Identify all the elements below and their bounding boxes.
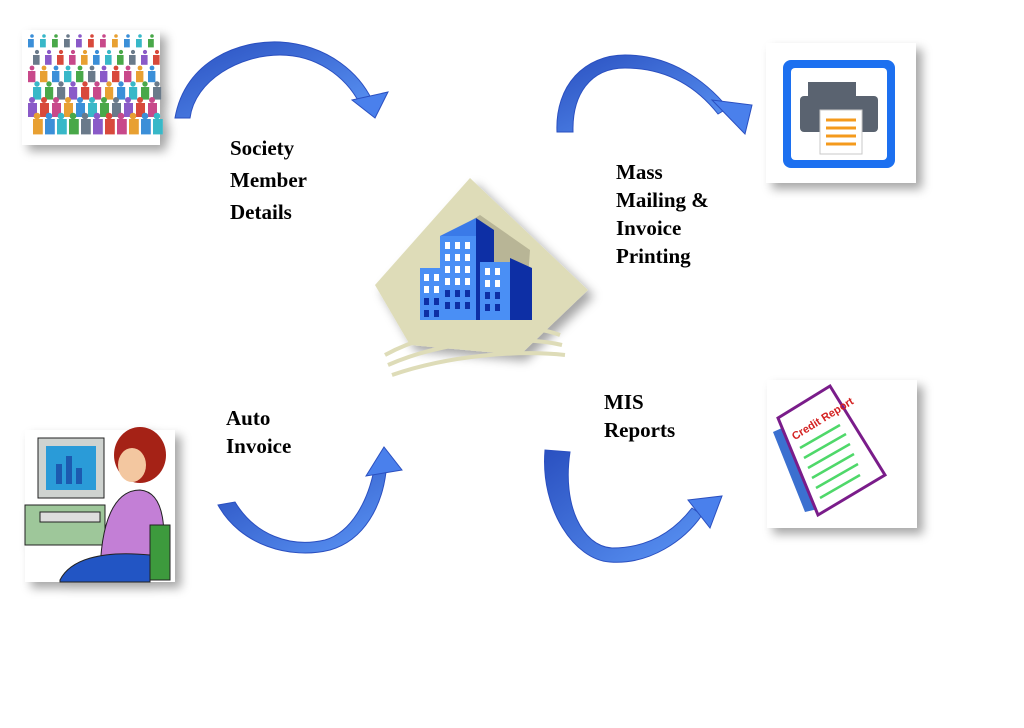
people-crowd-icon xyxy=(22,30,163,145)
arrow-center-to-printer xyxy=(556,54,753,135)
arrow-center-to-report xyxy=(544,449,723,563)
woman-at-computer-icon xyxy=(24,427,175,583)
label-auto-invoice: Auto Invoice xyxy=(226,406,292,458)
arrow-user-to-center xyxy=(217,446,403,554)
label-society-member-details: Society Member Details xyxy=(230,136,307,224)
printer-icon xyxy=(766,43,916,183)
label-mis-reports: MIS Reports xyxy=(604,390,676,442)
label-mass-mailing-invoice-printing: Mass Mailing & Invoice Printing xyxy=(616,160,709,268)
credit-report-document-icon: Credit Report xyxy=(767,380,917,528)
arrow-society-to-center xyxy=(174,41,389,119)
office-building-icon xyxy=(375,178,588,377)
